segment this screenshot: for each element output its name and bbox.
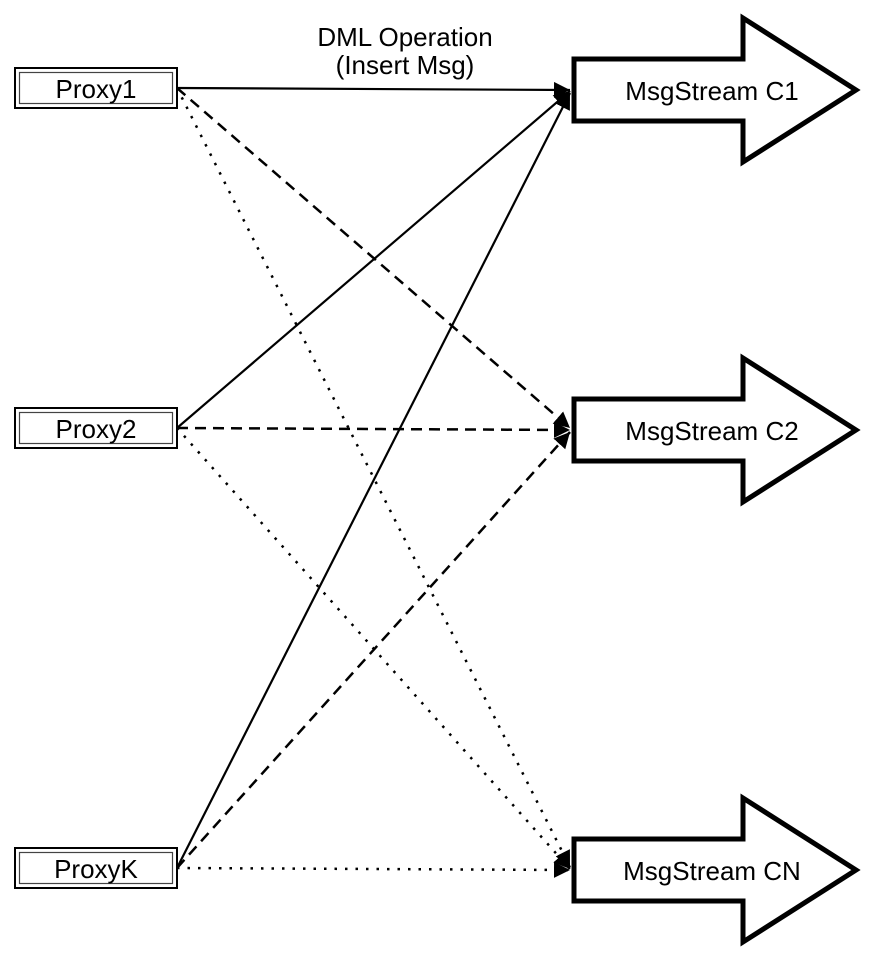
proxy1-label: Proxy1 xyxy=(56,74,137,104)
edge-proxy1-to-msgstream-c1 xyxy=(176,81,571,98)
proxyk-box xyxy=(14,847,178,889)
edge-proxy2-to-msgstream-c2 xyxy=(176,421,571,438)
msgstream-c1-label: MsgStream C1 xyxy=(625,76,798,106)
node-proxy2: Proxy2 xyxy=(14,407,178,449)
edge-proxyk-to-msgstream-c1 xyxy=(176,92,571,869)
annotation-dml-operation: DML Operation xyxy=(317,22,492,52)
proxy2-box xyxy=(14,407,178,449)
node-proxy1: Proxy1 xyxy=(14,67,178,109)
proxy2-label: Proxy2 xyxy=(56,414,137,444)
msgstream-c1-arrow-shape xyxy=(571,13,861,167)
proxy2-box-inner-border xyxy=(18,411,174,445)
node-msgstream-cn: MsgStream CN xyxy=(571,793,861,947)
proxyk-label: ProxyK xyxy=(54,854,138,884)
edge-proxyk-to-msgstream-cn xyxy=(176,861,571,878)
edge-proxy1-to-msgstream-c2 xyxy=(176,87,571,429)
msgstream-c2-arrow-shape xyxy=(571,353,861,507)
edge-proxy2-to-msgstream-cn xyxy=(176,427,571,870)
proxy1-box xyxy=(14,67,178,109)
node-msgstream-c1: MsgStream C1 xyxy=(571,13,861,167)
annotation-insert-msg: (Insert Msg) xyxy=(336,50,475,80)
msgstream-cn-arrow-shape xyxy=(571,793,861,947)
proxy1-box-inner-border xyxy=(18,71,174,105)
msgstream-c2-label: MsgStream C2 xyxy=(625,416,798,446)
proxyk-box-inner-border xyxy=(18,851,174,885)
node-msgstream-c2: MsgStream C2 xyxy=(571,353,861,507)
node-proxyk: ProxyK xyxy=(14,847,178,889)
msgstream-cn-label: MsgStream CN xyxy=(623,856,801,886)
